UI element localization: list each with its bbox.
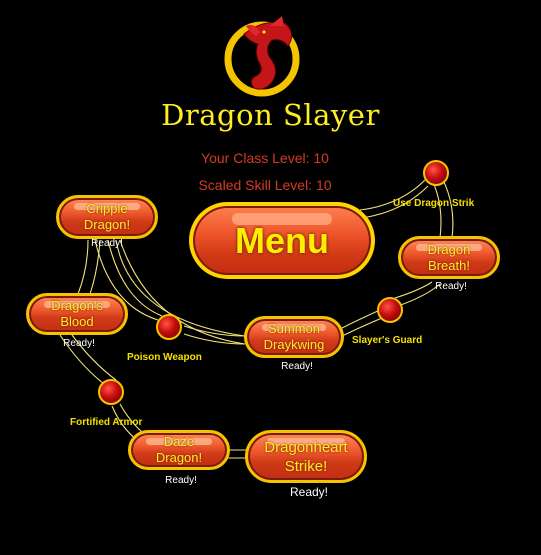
summon-draykwing-status: Ready! [281, 361, 313, 372]
menu-button-highlight [232, 213, 332, 225]
skill-daze-dragon-label: Daze Dragon! [155, 434, 203, 465]
skill-highlight [262, 324, 326, 331]
skill-cripple-dragon-label: Cripple Dragon! [83, 201, 131, 232]
menu-button[interactable]: Menu [189, 202, 375, 279]
node-slayers-guard[interactable] [377, 297, 403, 323]
skill-highlight [266, 438, 346, 445]
node-use-dragon-strike[interactable] [423, 160, 449, 186]
skill-daze-dragon[interactable]: Daze Dragon! [128, 430, 230, 470]
dragon-breath-status: Ready! [435, 281, 467, 292]
skill-dragonheart-strike-label: Dragonheart Strike! [264, 438, 348, 475]
dragon-emblem-icon [224, 16, 300, 97]
menu-button-label: Menu [235, 219, 329, 261]
skill-cripple-dragon[interactable]: Cripple Dragon! [56, 195, 158, 239]
skill-highlight [416, 244, 482, 251]
skill-dragons-blood-label: Dragon's Blood [51, 298, 103, 329]
scaled-skill-level-text: Scaled Skill Level: 10 [198, 177, 332, 193]
node-fortified-armor-label: Fortified Armor [70, 417, 143, 428]
skill-dragonheart-strike[interactable]: Dragonheart Strike! [245, 430, 367, 483]
skill-summon-draykwing[interactable]: Summon Draykwing [244, 316, 344, 358]
node-poison-weapon-label: Poison Weapon [127, 352, 202, 363]
node-use-dragon-strike-label: Use Dragon Strik [393, 198, 475, 209]
node-fortified-armor[interactable] [98, 379, 124, 405]
game-title: Dragon Slayer [161, 98, 380, 132]
skill-dragons-blood[interactable]: Dragon's Blood [26, 293, 128, 335]
skill-highlight [44, 301, 110, 308]
skill-summon-draykwing-label: Summon Draykwing [263, 321, 325, 352]
dragonheart-strike-status: Ready! [289, 485, 329, 499]
daze-dragon-status: Ready! [165, 475, 197, 486]
skill-dragon-breath[interactable]: Dragon Breath! [398, 236, 500, 279]
dragons-blood-status: Ready! [63, 338, 95, 349]
class-level-text: Your Class Level: 10 [201, 150, 329, 166]
skill-highlight [146, 438, 212, 445]
cripple-dragon-status: Ready! [91, 238, 123, 249]
skill-highlight [74, 203, 140, 210]
node-slayers-guard-label: Slayer's Guard [352, 335, 423, 346]
skill-dragon-breath-label: Dragon Breath! [427, 241, 471, 273]
node-poison-weapon[interactable] [156, 314, 182, 340]
